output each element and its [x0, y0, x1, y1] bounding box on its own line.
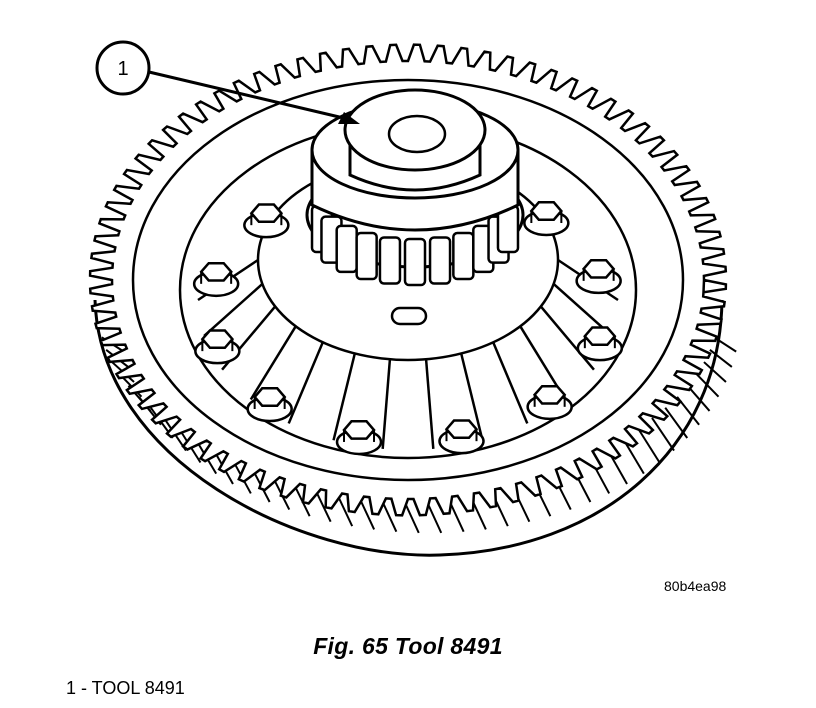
image-id-label: 80b4ea98 [664, 578, 727, 594]
case-rib [249, 325, 297, 401]
helical-tooth [651, 417, 675, 452]
bearing-roller [403, 237, 427, 287]
bolt-head [335, 420, 383, 456]
bolt-head [438, 419, 485, 455]
helical-tooth [713, 336, 737, 353]
bolt-head [194, 329, 241, 365]
bearing-roller [452, 231, 475, 281]
case-window [390, 306, 428, 326]
case-rib [332, 353, 357, 441]
bearing-roller [378, 236, 402, 285]
callout-1: 1 [95, 40, 360, 124]
helical-tooth [636, 427, 661, 464]
bolt-head [575, 258, 622, 295]
bolt-head [246, 387, 293, 423]
case-rib [203, 282, 264, 337]
figure-caption: Fig. 65 Tool 8491 [313, 633, 503, 659]
leader-line [148, 70, 353, 122]
bearing-roller [335, 224, 358, 274]
case-rib [492, 341, 529, 424]
helical-tooth [709, 349, 733, 368]
case-rib [539, 305, 595, 371]
gear-face-ring [131, 78, 685, 482]
helical-tooth [703, 361, 727, 383]
leader-arrow-icon [338, 112, 360, 124]
differential-gear-illustration: 1 [88, 40, 737, 557]
case-rib [459, 353, 484, 441]
bolt-ring [192, 168, 624, 456]
bolt-head [576, 326, 624, 362]
helical-tooth [695, 373, 720, 398]
bolt-head [192, 261, 240, 298]
tool-bore [387, 114, 447, 154]
callout-number: 1 [117, 58, 128, 80]
bolt-head [243, 203, 290, 239]
case-rib [381, 359, 392, 450]
bolt-head [526, 384, 573, 421]
bearing-roller [355, 231, 378, 281]
bearing-and-tool [305, 88, 525, 287]
helical-tooth [664, 407, 689, 439]
case-rib [287, 341, 324, 424]
callout-balloon-icon [95, 40, 151, 96]
case-rib [424, 359, 435, 450]
legend-item-1: 1 - TOOL 8491 [66, 678, 185, 698]
bearing-roller [428, 236, 452, 285]
helical-tooth [686, 385, 711, 412]
bolt-head [523, 201, 570, 237]
